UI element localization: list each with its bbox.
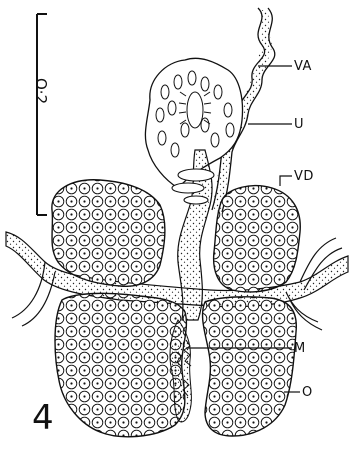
ovary-right [203, 297, 297, 436]
ovary-left [55, 293, 186, 436]
label-va: VA [294, 59, 312, 74]
label-m: M [294, 341, 306, 356]
vitellarium-right [214, 186, 301, 292]
scale-bar [37, 14, 47, 215]
figure-number: 4 [32, 398, 54, 438]
label-o: O [302, 385, 313, 400]
label-vd: VD [294, 169, 314, 184]
label-u: U [294, 117, 304, 132]
scale-bar-label: O·2 [32, 78, 50, 104]
vitellarium-left [52, 180, 165, 287]
